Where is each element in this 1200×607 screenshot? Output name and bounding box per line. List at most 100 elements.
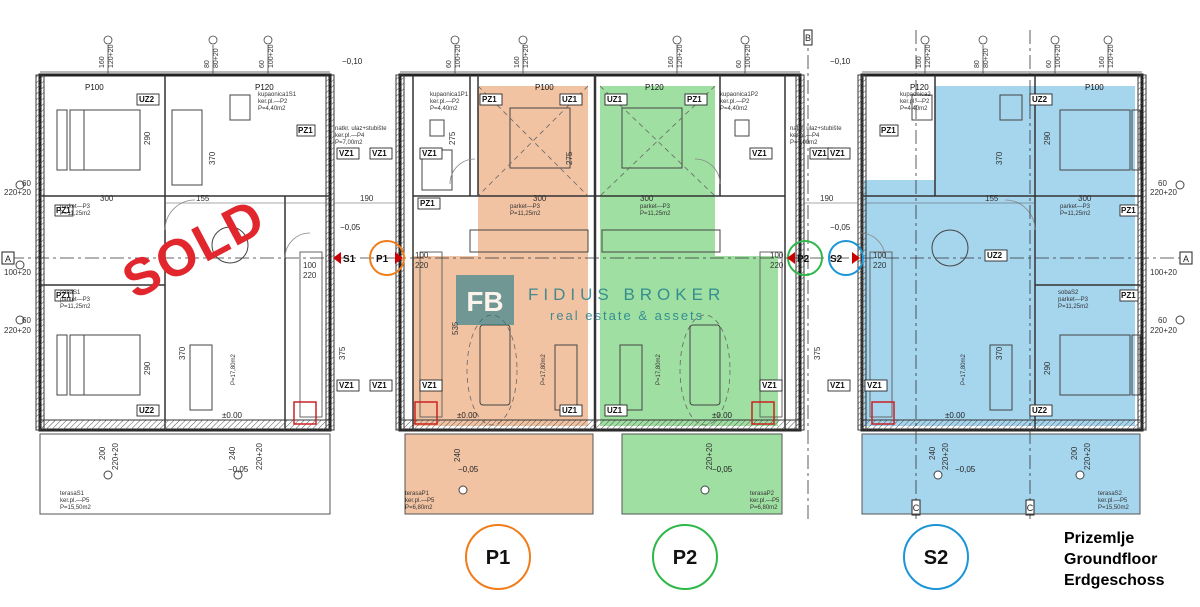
dim-top-8: 100+20 bbox=[455, 44, 462, 68]
tag-pz1-5: PZ1 bbox=[687, 95, 702, 104]
level-mid-left: −0,05 bbox=[340, 223, 361, 232]
dim-top-21: 160 bbox=[1099, 56, 1106, 68]
axis-C-label: C bbox=[913, 503, 920, 513]
tag-p100-2: P100 bbox=[535, 83, 554, 92]
level-mid-right: −0,05 bbox=[830, 223, 851, 232]
tag-uz2-1: UZ2 bbox=[139, 95, 155, 104]
room-bath-p1-floor: ker.pl.—P2 bbox=[430, 99, 460, 105]
living-p2-area: P=17,80m2 bbox=[656, 353, 662, 385]
dim-mid-7: 300 bbox=[640, 194, 654, 203]
level-markers: −0,10 −0,10 −0,05 −0,05 ±0.00 ±0.00 ±0.0… bbox=[222, 57, 976, 474]
unit-p2-fill bbox=[600, 86, 715, 256]
terrace-s1-floor: ker.pl.—P5 bbox=[60, 498, 90, 504]
level-s2: ±0.00 bbox=[945, 411, 966, 420]
dim-mid-6: 300 bbox=[533, 194, 547, 203]
tag-pz1-7: PZ1 bbox=[1121, 206, 1136, 215]
dim-left-5: 220+20 bbox=[4, 326, 31, 335]
bottom-dim-texts: 200 220+20 240 220+20 240 220+20 240 220… bbox=[98, 443, 1092, 495]
tag-uz1-3: UZ1 bbox=[562, 406, 578, 415]
dim-v-8: 275 bbox=[565, 151, 574, 165]
level-terrace-s1: −0,05 bbox=[228, 465, 249, 474]
dim-v-10: 370 bbox=[995, 151, 1004, 165]
entry-markers: S1 P1 P2 S2 bbox=[333, 240, 864, 276]
tag-vz1-4: VZ1 bbox=[372, 381, 387, 390]
entry-p2-label: P2 bbox=[797, 254, 810, 265]
dim-top-10: 120+20 bbox=[523, 44, 530, 68]
tag-vz1-11: VZ1 bbox=[867, 381, 882, 390]
legend-s2-label: S2 bbox=[924, 547, 948, 569]
top-dimension-lines bbox=[40, 45, 1142, 75]
tag-pz1-2: PZ1 bbox=[56, 291, 71, 300]
dim-mid-5: 300 bbox=[100, 194, 114, 203]
room-p2-floor: parket—P3 bbox=[640, 204, 671, 210]
dim-top-15: 160 bbox=[916, 56, 923, 68]
dim-left-3: 100+20 bbox=[4, 268, 31, 277]
dim-top-2: 120+20 bbox=[108, 44, 115, 68]
dim-v-9: 375 bbox=[813, 346, 822, 360]
tag-vz1-12: VZ1 bbox=[830, 149, 845, 158]
dim-v-2: 290 bbox=[143, 361, 152, 375]
dim-b-8: 220+20 bbox=[941, 443, 950, 470]
dim-b-7: 240 bbox=[928, 446, 937, 460]
dim-v-12: 290 bbox=[1043, 131, 1052, 145]
dim-door-8: 220 bbox=[873, 261, 887, 270]
room-s1-bottom-floor: parket—P3 bbox=[60, 297, 91, 303]
side-dim-texts: 60 220+20 100+20 60 220+20 60 220+20 100… bbox=[4, 179, 1185, 335]
dim-v-7: 275 bbox=[448, 131, 457, 145]
floor-label: Prizemlje Groundfloor Erdgeschoss bbox=[1064, 528, 1164, 591]
bed-s1-top bbox=[69, 109, 141, 171]
dim-top-7: 60 bbox=[446, 60, 453, 68]
tag-uz2-5: UZ2 bbox=[1032, 406, 1048, 415]
unit-fills bbox=[405, 86, 1140, 514]
room-hall-left-area: P=7,00m2 bbox=[335, 140, 363, 146]
axis-B-label: B bbox=[805, 33, 811, 43]
entry-s1-label: S1 bbox=[343, 254, 356, 265]
tag-pz1-1: PZ1 bbox=[56, 206, 71, 215]
level-terrace-p1: −0,05 bbox=[458, 465, 479, 474]
dim-top-18: 80+20 bbox=[983, 48, 990, 68]
level-p1: ±0.00 bbox=[457, 411, 478, 420]
room-s2-bottom-floor: parket—P3 bbox=[1058, 297, 1089, 303]
axis-C2-label: C bbox=[1027, 503, 1034, 513]
legend-p2-circle bbox=[652, 524, 718, 590]
room-bath-p2-name: kupaonica1P2 bbox=[720, 92, 759, 98]
floor-label-de: Erdgeschoss bbox=[1064, 572, 1165, 589]
unit-s2-entry-circle bbox=[828, 240, 864, 276]
tag-uz2-4: UZ2 bbox=[1032, 95, 1048, 104]
level-p2: ±0.00 bbox=[712, 411, 733, 420]
tag-vz1-5: VZ1 bbox=[422, 149, 437, 158]
dim-top-14: 100+20 bbox=[745, 44, 752, 68]
dim-v-4: 370 bbox=[178, 346, 187, 360]
floor-label-en: Groundfloor bbox=[1064, 551, 1158, 568]
tag-uz2-2: UZ2 bbox=[139, 406, 155, 415]
room-s2-bottom-name: sobaS2 bbox=[1058, 290, 1079, 296]
tag-p120-3: P120 bbox=[910, 83, 929, 92]
tag-uz1-1: UZ1 bbox=[562, 95, 578, 104]
room-hall-left-floor: ker.pl.—P4 bbox=[335, 133, 365, 139]
bed-p1 bbox=[509, 107, 571, 169]
dim-door-5: 100 bbox=[770, 251, 784, 260]
terrace-s2-name: terasaS2 bbox=[1098, 491, 1123, 497]
unit-p2-terrace-fill bbox=[622, 434, 782, 514]
dim-b-1: 200 bbox=[98, 446, 107, 460]
watermark-logo: FB bbox=[466, 286, 503, 317]
watermark-logo-box bbox=[456, 275, 514, 325]
tag-vz1-8: VZ1 bbox=[752, 149, 767, 158]
dining-table-s2 bbox=[931, 229, 969, 267]
dim-door-4: 220 bbox=[415, 261, 429, 270]
bed-s2-bottom bbox=[1059, 334, 1131, 396]
dim-v-1: 290 bbox=[143, 131, 152, 145]
dim-door-6: 220 bbox=[770, 261, 784, 270]
sold-stamp: SOLD bbox=[113, 188, 275, 311]
room-bath-p2-area: P=4,40m2 bbox=[720, 106, 748, 112]
dim-top-20: 100+20 bbox=[1055, 44, 1062, 68]
unit-p2-fill-living bbox=[600, 256, 778, 426]
door-arcs bbox=[164, 158, 1036, 259]
entry-s2-label: S2 bbox=[830, 254, 843, 265]
tag-uz2-3: UZ2 bbox=[987, 251, 1003, 260]
axis-markers: B A A C C bbox=[1, 29, 1193, 516]
room-s1-bottom-name: sobaS1 bbox=[60, 290, 81, 296]
tag-pz1-4: PZ1 bbox=[482, 95, 497, 104]
tag-vz1-1: VZ1 bbox=[339, 149, 354, 158]
dim-mid-2: 190 bbox=[360, 194, 374, 203]
